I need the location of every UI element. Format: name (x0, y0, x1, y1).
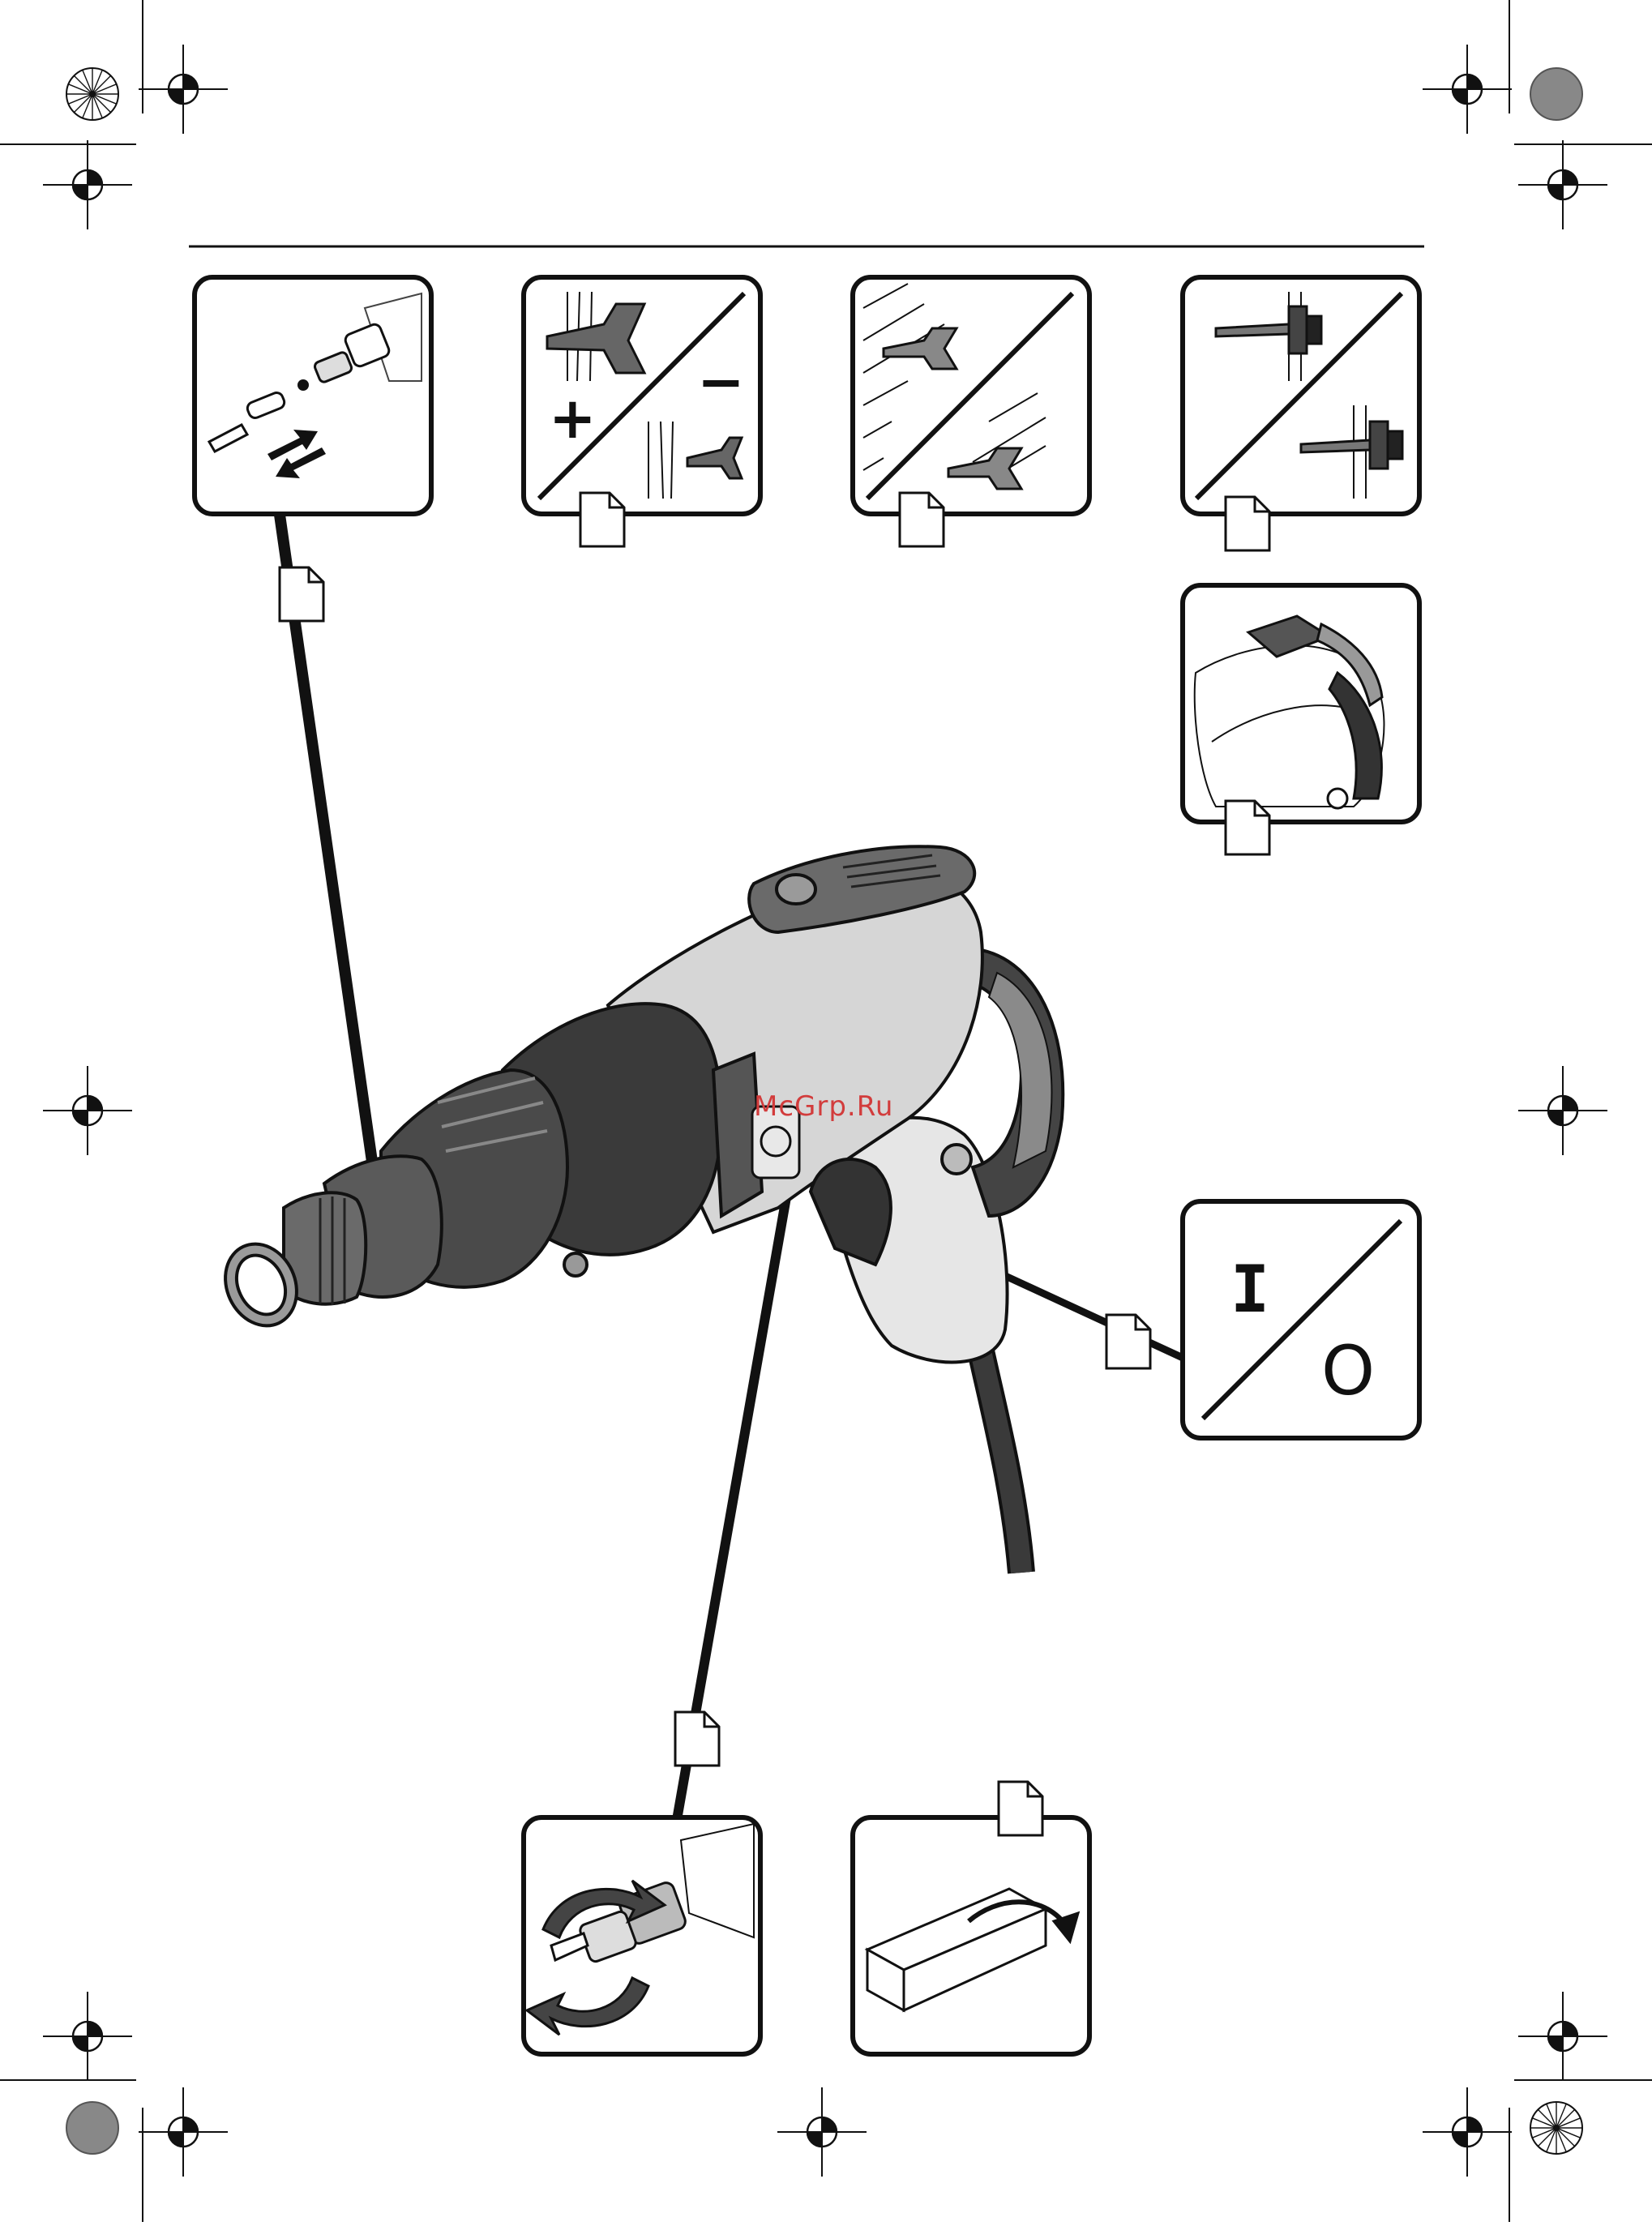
document-reference-icon (1106, 1315, 1150, 1368)
document-reference-icon (580, 493, 624, 546)
off-symbol: O (1321, 1331, 1375, 1411)
document-reference-icon (1226, 497, 1269, 550)
registration-crosshair-icon (1518, 1992, 1607, 2081)
registration-crosshair-icon (139, 2087, 228, 2177)
starburst-target-icon (1530, 2102, 1582, 2154)
document-reference-icon (1226, 801, 1269, 854)
minus-symbol: − (697, 349, 745, 415)
registration-crosshair-icon (139, 45, 228, 134)
panel-storage (853, 1817, 1089, 2054)
grey-target-icon (66, 2102, 118, 2154)
panel-on-off: I O (1183, 1201, 1419, 1438)
panel-hex-screw (1183, 277, 1419, 514)
panel-bit-change (195, 277, 431, 514)
panel-belt-clip (1183, 585, 1419, 822)
panel-depth-adjust: + − (524, 277, 760, 514)
registration-crosshair-icon (43, 1992, 132, 2081)
registration-crosshair-icon (1518, 140, 1607, 229)
registration-crosshair-icon (43, 1066, 132, 1155)
on-symbol: I (1230, 1252, 1269, 1327)
document-reference-icon (675, 1712, 719, 1766)
panel-countersink (853, 277, 1089, 514)
watermark-text: McGrp.Ru (754, 1090, 893, 1123)
registration-crosshair-icon (777, 2087, 867, 2177)
document-reference-icon (280, 567, 323, 621)
registration-crosshair-icon (1423, 45, 1512, 134)
grey-target-icon (1530, 68, 1582, 120)
starburst-target-icon (66, 68, 118, 120)
registration-crosshair-icon (43, 140, 132, 229)
plus-symbol: + (549, 385, 597, 452)
document-reference-icon (900, 493, 944, 546)
panel-bit-holder (524, 1817, 760, 2054)
registration-crosshair-icon (1518, 1066, 1607, 1155)
document-reference-icon (999, 1782, 1042, 1835)
registration-crosshair-icon (1423, 2087, 1512, 2177)
